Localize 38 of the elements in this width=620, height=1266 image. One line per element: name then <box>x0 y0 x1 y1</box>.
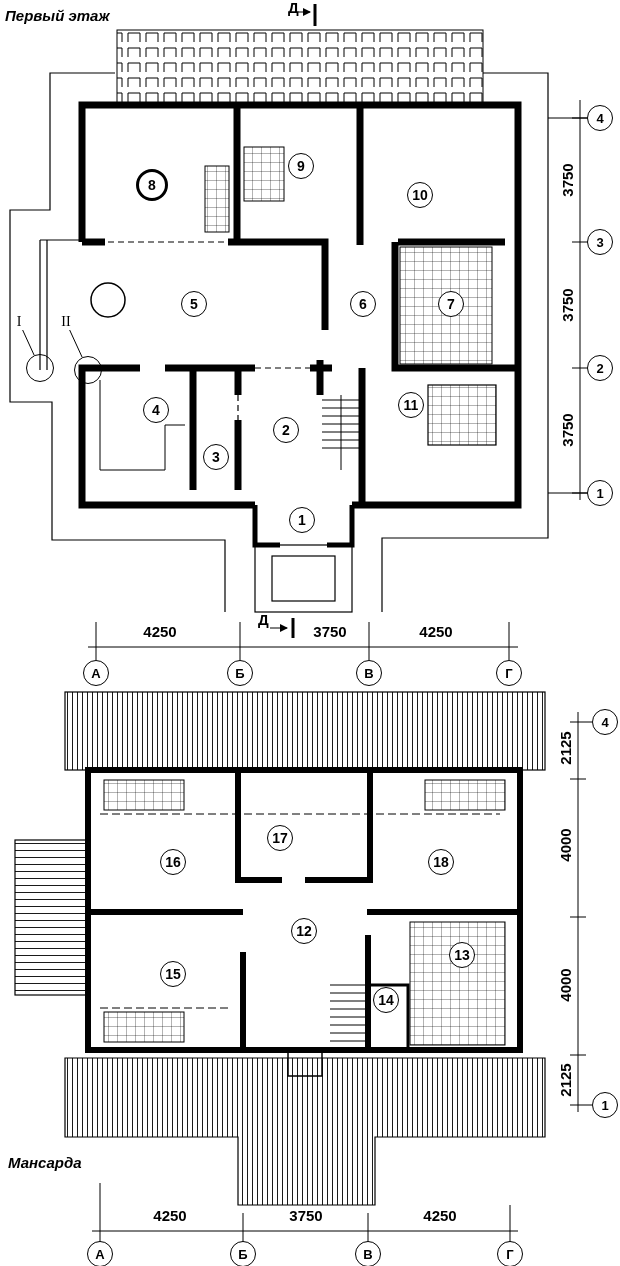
axis-marker: Г <box>496 660 522 686</box>
axis-marker: Г <box>497 1241 523 1266</box>
axis-marker: А <box>87 1241 113 1266</box>
axis-marker: 4 <box>592 709 618 735</box>
plan-title: Первый этаж <box>5 8 110 23</box>
axis-marker: Б <box>227 660 253 686</box>
axis-marker: 1 <box>592 1092 618 1118</box>
axis-marker: В <box>356 660 382 686</box>
room-number: 9 <box>288 153 314 179</box>
room-number: 5 <box>181 291 207 317</box>
leader-line <box>69 329 83 358</box>
plan-title: Мансарда <box>8 1155 82 1170</box>
axis-marker: 1 <box>587 480 613 506</box>
room-number: 8 <box>136 169 168 201</box>
leader-line <box>22 329 35 356</box>
room-number: 14 <box>373 987 399 1013</box>
room-number: 15 <box>160 961 186 987</box>
detail-callout-label: II <box>56 314 76 330</box>
room-number: 11 <box>398 392 424 418</box>
room-number: 1 <box>289 507 315 533</box>
axis-marker: В <box>355 1241 381 1266</box>
axis-marker: Б <box>230 1241 256 1266</box>
section-letter: Д <box>258 612 269 627</box>
room-number: 18 <box>428 849 454 875</box>
section-letter: Д <box>288 0 299 15</box>
axis-marker: А <box>83 660 109 686</box>
room-number: 12 <box>291 918 317 944</box>
room-number: 3 <box>203 444 229 470</box>
room-number: 4 <box>143 397 169 423</box>
room-number: 6 <box>350 291 376 317</box>
room-number: 17 <box>267 825 293 851</box>
room-number: 2 <box>273 417 299 443</box>
detail-callout-label: I <box>12 314 26 330</box>
axis-marker: 3 <box>587 229 613 255</box>
room-number: 16 <box>160 849 186 875</box>
axis-marker: 2 <box>587 355 613 381</box>
axis-marker: 4 <box>587 105 613 131</box>
room-number: 10 <box>407 182 433 208</box>
